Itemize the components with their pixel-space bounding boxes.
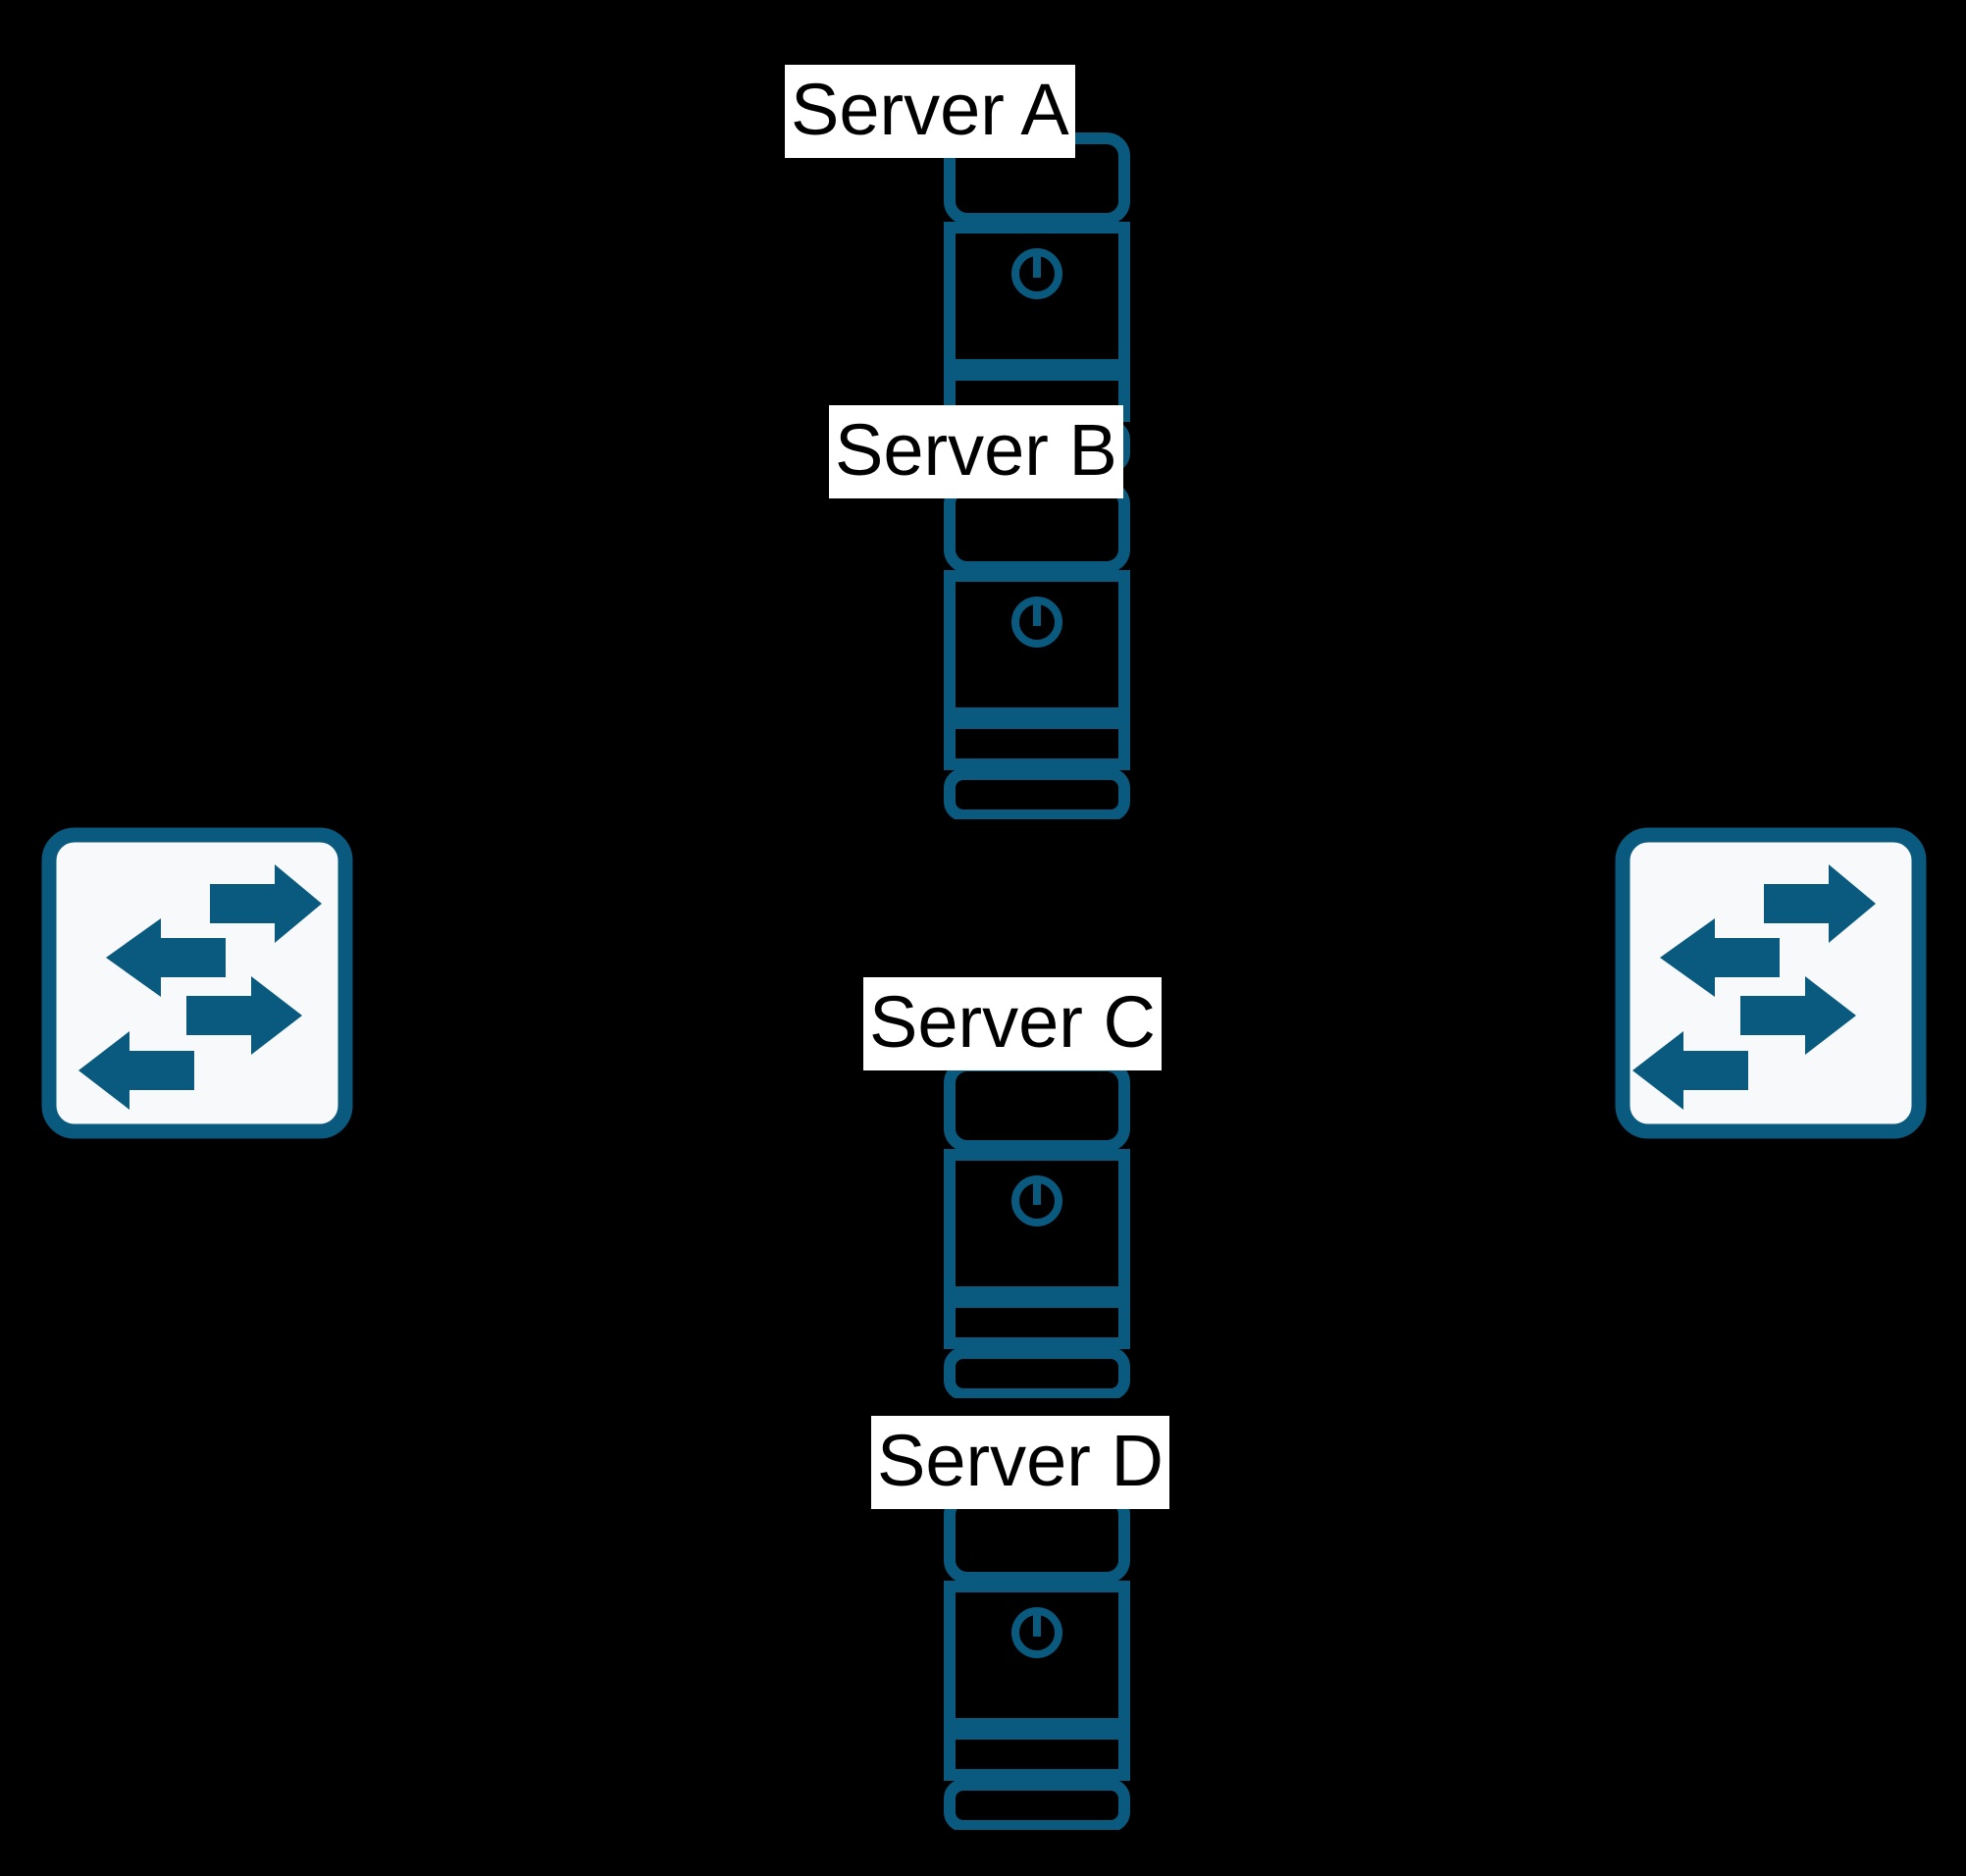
server-label-d: Server D: [871, 1416, 1169, 1510]
server-icon: [944, 1491, 1130, 1830]
server-icon: [944, 481, 1130, 819]
arrow-right-icon: [1764, 864, 1876, 943]
arrow-left-icon: [106, 918, 226, 997]
arrow-right-icon: [210, 864, 322, 943]
arrow-left-icon: [1660, 918, 1780, 997]
server-label-b: Server B: [829, 405, 1123, 499]
arrow-left-icon: [78, 1031, 194, 1110]
arrow-left-icon: [1632, 1031, 1748, 1110]
switch-icon: [41, 827, 353, 1139]
server-label-c: Server C: [863, 977, 1162, 1071]
arrow-right-icon: [186, 976, 302, 1055]
arrow-right-icon: [1740, 976, 1856, 1055]
network-switch-right[interactable]: [1615, 827, 1927, 1139]
switch-icon: [1615, 827, 1927, 1139]
network-switch-left[interactable]: [41, 827, 353, 1139]
server-label-a: Server A: [785, 65, 1075, 159]
server-icon: [944, 1060, 1130, 1398]
